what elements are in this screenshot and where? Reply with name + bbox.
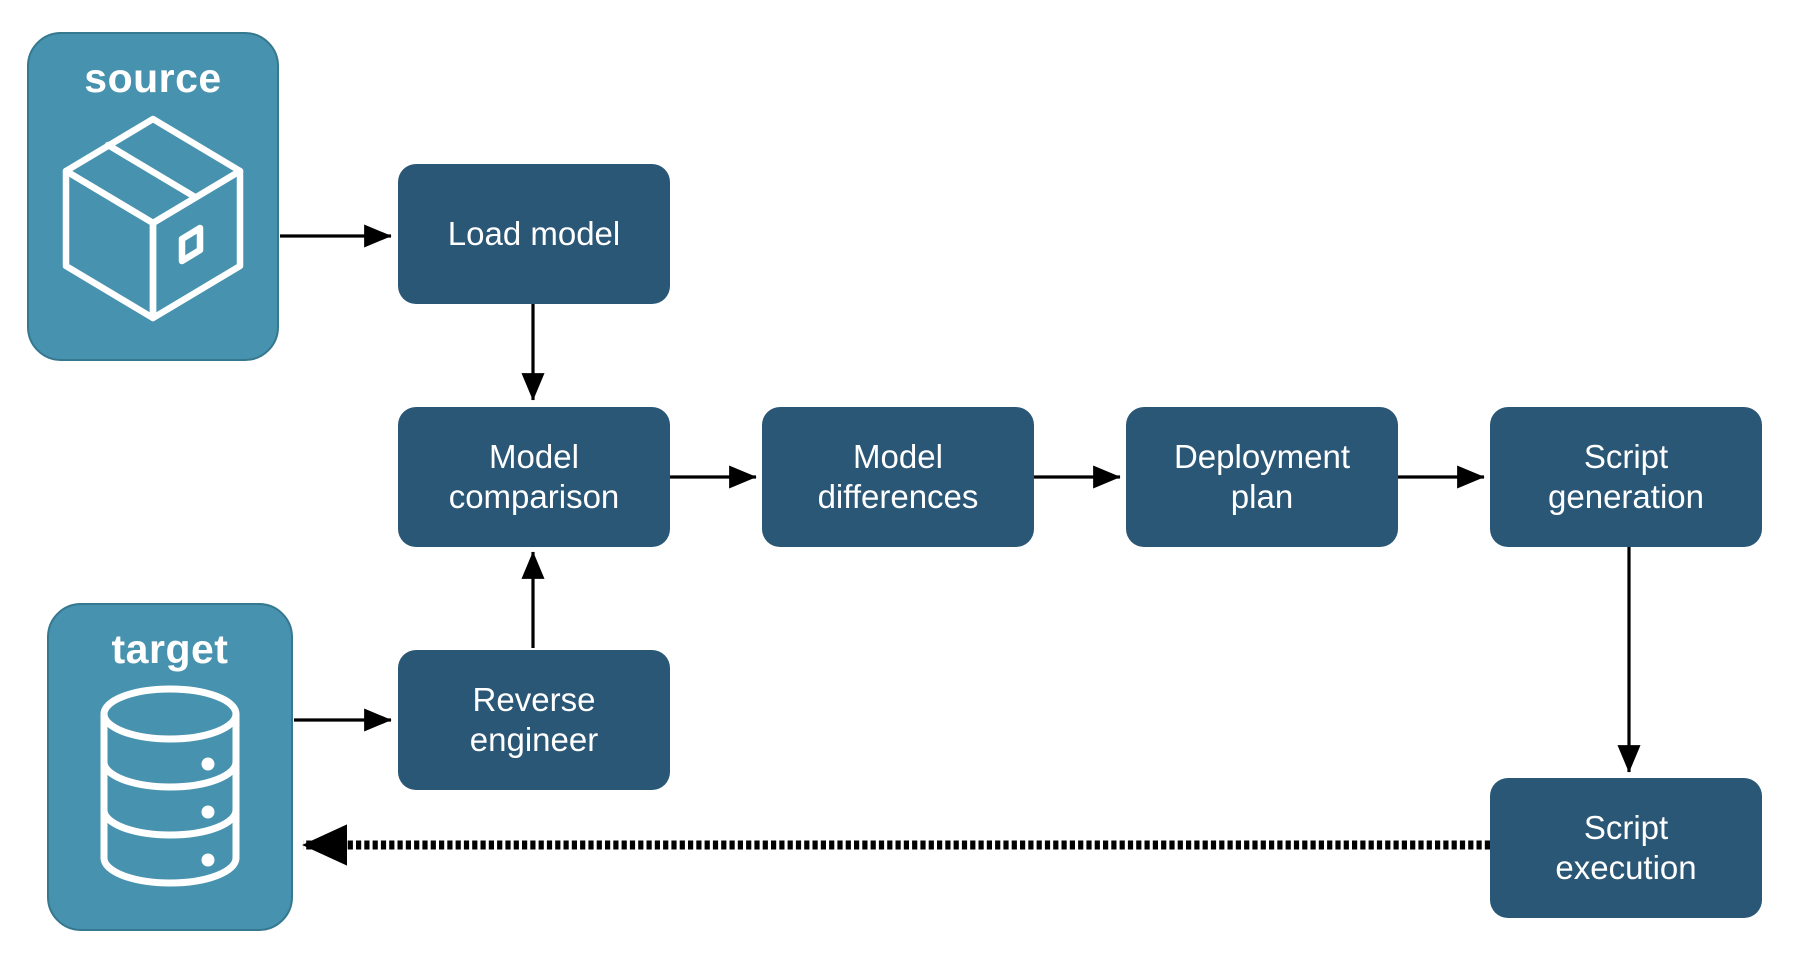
endpoint-target-label: target [111, 626, 229, 672]
database-cylinder-icon [90, 682, 250, 895]
process-load-model[interactable]: Load model [398, 164, 670, 304]
process-deployment-plan-line1: Deployment [1173, 437, 1351, 475]
process-model-differences-line1: Model [853, 437, 943, 475]
process-model-comparison[interactable]: Model comparison [398, 407, 670, 547]
process-load-model-line1: Load model [447, 214, 621, 252]
process-script-generation[interactable]: Script generation [1490, 407, 1762, 547]
process-model-differences-line2: differences [817, 478, 979, 515]
endpoint-target[interactable]: target [47, 603, 293, 931]
process-script-execution-line1: Script [1583, 808, 1669, 846]
process-script-execution-line2: execution [1555, 849, 1697, 886]
process-script-generation-line2: generation [1548, 478, 1704, 515]
endpoint-source-label: source [84, 55, 222, 101]
process-deployment-plan-line2: plan [1230, 478, 1294, 515]
process-model-comparison-line2: comparison [448, 478, 620, 515]
package-box-icon [58, 111, 248, 331]
process-reverse-engineer[interactable]: Reverse engineer [398, 650, 670, 790]
process-reverse-engineer-line2: engineer [469, 721, 599, 758]
process-deployment-plan[interactable]: Deployment plan [1126, 407, 1398, 547]
process-script-generation-line1: Script [1583, 437, 1669, 475]
endpoint-source[interactable]: source [27, 32, 279, 361]
process-model-comparison-line1: Model [489, 437, 579, 475]
process-reverse-engineer-line1: Reverse [472, 680, 596, 718]
process-script-execution[interactable]: Script execution [1490, 778, 1762, 918]
process-model-differences[interactable]: Model differences [762, 407, 1034, 547]
